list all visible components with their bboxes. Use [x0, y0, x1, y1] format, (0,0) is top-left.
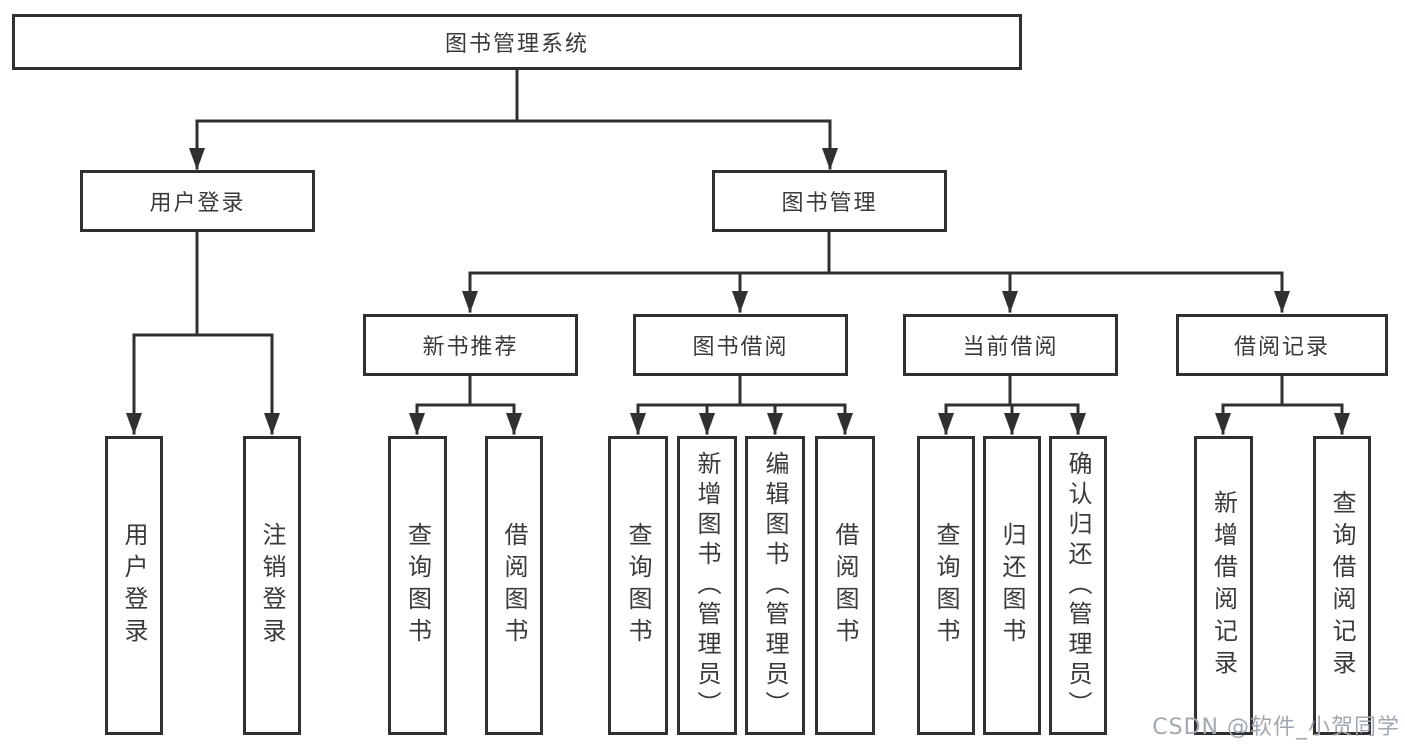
node-new-book-recommendation: 新书推荐 [363, 314, 578, 376]
node-library-management-system: 图书管理系统 [12, 14, 1022, 70]
leaf-add-books-admin: 新增图书（管理员） [677, 436, 737, 735]
leaf-logout: 注销登录 [243, 436, 301, 735]
connector-records-to-leaves [1215, 374, 1350, 435]
leaf-add-borrow-record: 新增借阅记录 [1194, 436, 1253, 735]
csdn-watermark: CSDN @软件_小贺同学 [1152, 715, 1400, 740]
node-book-management: 图书管理 [712, 170, 947, 232]
leaf-query-books-recommend: 查询图书 [388, 436, 447, 735]
leaf-query-books-current: 查询图书 [917, 436, 975, 735]
connector-root-to-level2 [189, 68, 838, 170]
connector-login-to-leaves [126, 230, 280, 435]
connector-newbooks-to-leaves [409, 374, 522, 435]
leaf-borrow-books-borrowing: 借阅图书 [815, 436, 875, 735]
leaf-user-login: 用户登录 [105, 436, 163, 735]
leaf-confirm-return-admin: 确认归还（管理员） [1049, 436, 1107, 735]
leaf-query-books-borrowing: 查询图书 [608, 436, 668, 735]
connector-current-to-leaves [938, 374, 1086, 435]
connector-borrowing-to-leaves [630, 374, 853, 435]
connector-management-to-level3 [462, 230, 1290, 313]
node-borrowing-records: 借阅记录 [1176, 314, 1388, 376]
node-user-login: 用户登录 [80, 170, 315, 232]
node-book-borrowing: 图书借阅 [633, 314, 848, 376]
leaf-borrow-books-recommend: 借阅图书 [485, 436, 543, 735]
leaf-query-borrow-record: 查询借阅记录 [1313, 436, 1371, 735]
leaf-return-books: 归还图书 [983, 436, 1041, 735]
node-current-borrowing: 当前借阅 [903, 314, 1118, 376]
leaf-edit-books-admin: 编辑图书（管理员） [745, 436, 805, 735]
